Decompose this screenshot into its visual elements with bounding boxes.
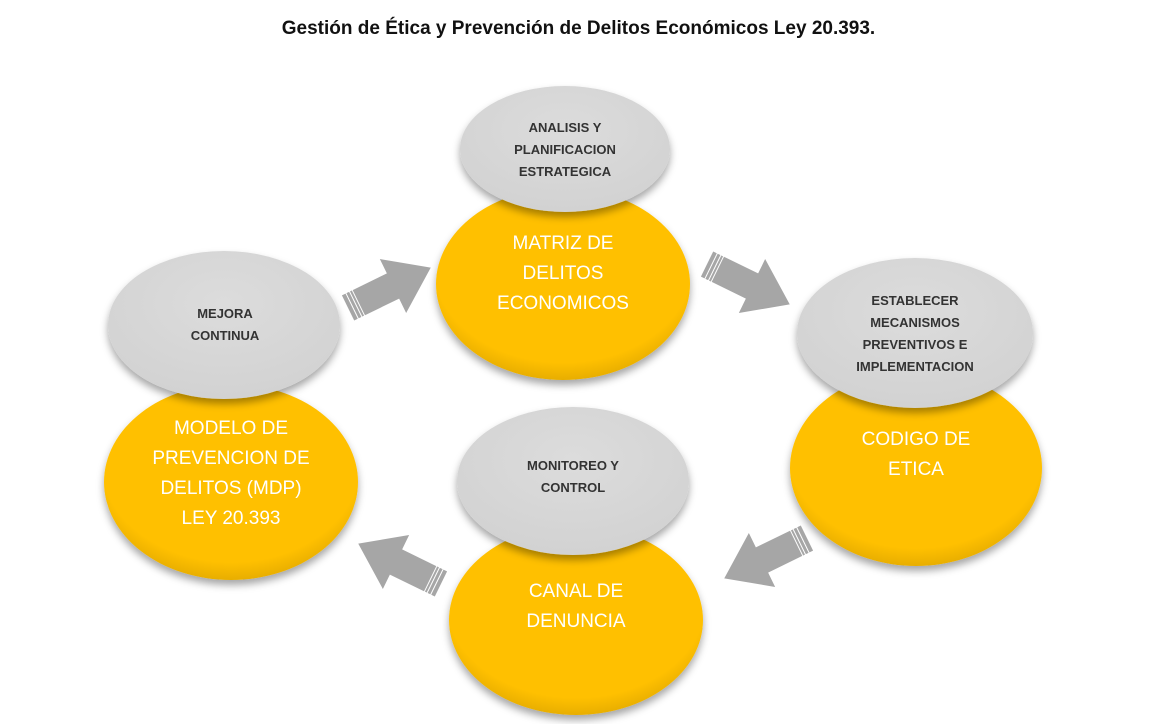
modelo-gray-ellipse <box>108 251 340 399</box>
codigo-main-label: CODIGO DE ETICA <box>861 429 971 480</box>
matriz-main-label: MATRIZ DE DELITOS ECONOMICOS <box>497 233 629 314</box>
codigo-gray-ellipse <box>797 258 1033 408</box>
codigo-gold-ellipse <box>790 370 1042 566</box>
modelo-main-label: MODELO DE PREVENCION DE DELITOS (MDP) LE… <box>152 418 310 529</box>
diagram-title: Gestión de Ética y Prevención de Delitos… <box>281 18 876 39</box>
codigo-top-label: ESTABLECER MECANISMOS PREVENTIVOS E IMPL… <box>856 293 974 374</box>
modelo-gold-ellipse <box>104 384 358 580</box>
canal-gold-ellipse <box>449 525 703 715</box>
canal-main-label: CANAL DE DENUNCIA <box>526 581 626 632</box>
modelo-top-label: MEJORA CONTINUA <box>190 306 260 343</box>
canal-top-label: MONITOREO Y CONTROL <box>527 458 619 495</box>
arrow-canal-to-modelo <box>345 516 455 611</box>
arrow-codigo-to-canal <box>711 511 821 606</box>
matriz-gray-ellipse <box>460 86 670 212</box>
matriz-top-label: ANALISIS Y PLANIFICACION ESTRATEGICA <box>514 119 616 179</box>
arrow-modelo-to-matriz <box>334 240 444 335</box>
arrow-matriz-to-codigo <box>693 237 803 332</box>
canal-gray-ellipse <box>457 407 689 555</box>
matriz-gold-ellipse <box>436 188 690 380</box>
